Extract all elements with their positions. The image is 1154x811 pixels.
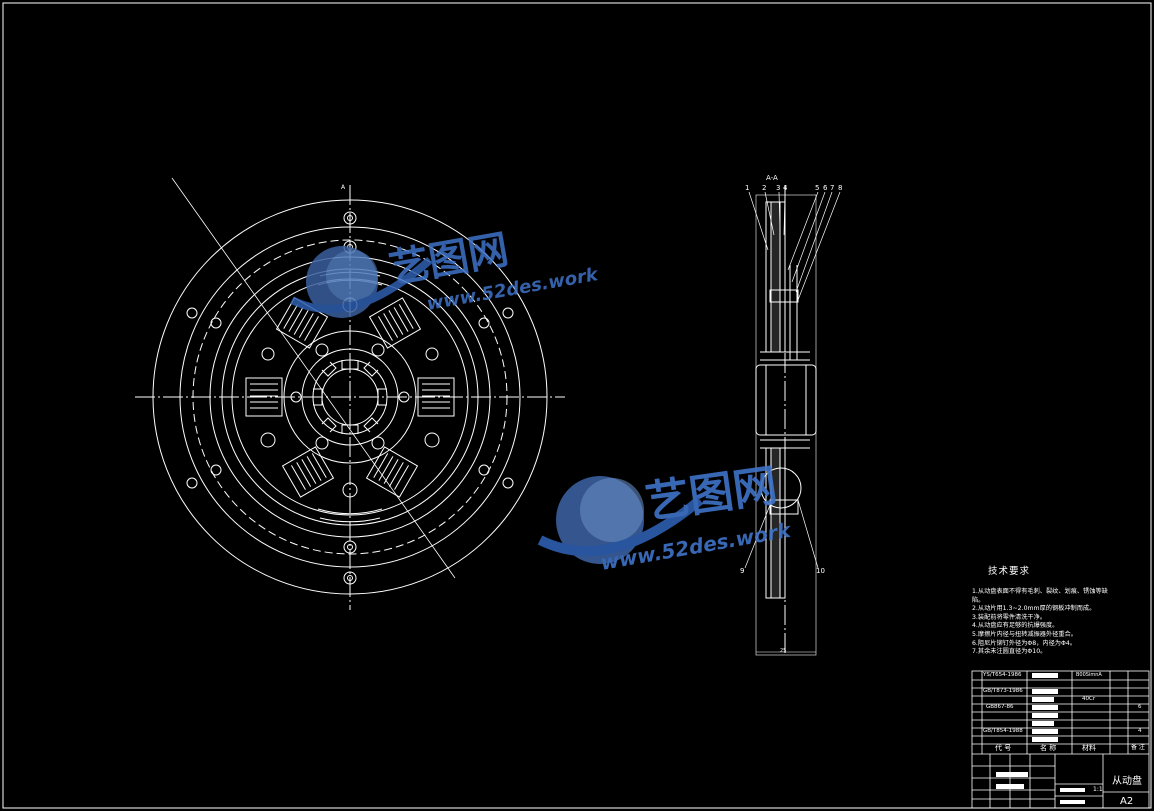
spline-outer-circle <box>312 359 388 435</box>
title-block-fill-1 <box>996 772 1028 777</box>
bom-name-bar-4 <box>1032 705 1058 710</box>
title-sheet-size: A2 <box>1120 796 1134 807</box>
title-block-fill-3 <box>1060 788 1085 792</box>
spring-left <box>245 377 283 417</box>
tech-req-line-2: 陷。 <box>972 596 985 604</box>
inner-holes <box>260 297 440 498</box>
bom-header-material: 材料 <box>1082 744 1096 752</box>
plate-upper <box>770 201 781 353</box>
bom-code-row-2: GB/T873-1986 <box>983 688 1023 694</box>
slot-bottom <box>317 508 383 523</box>
bom-qty-row-7: 4 <box>1138 728 1142 734</box>
callout-3: 3 <box>776 184 780 192</box>
bom-name-bar-8 <box>1032 737 1058 742</box>
tech-req-title: 技术要求 <box>988 566 1031 577</box>
bom-code-row-4: GB867-86 <box>986 704 1014 710</box>
callout-2: 2 <box>762 184 766 192</box>
bom-table <box>971 670 1150 809</box>
tech-req-line-1: 1.从动盘表面不得有毛刺、裂纹、划痕、锈蚀等缺 <box>972 588 1108 595</box>
section-line-a <box>171 177 456 579</box>
tech-req-line-7: 6.阻尼片铆钉外径为Φ8，内径为Φ4。 <box>972 639 1076 647</box>
spring-upper-right <box>368 297 422 349</box>
watermark-globe-icon-2 <box>537 476 704 564</box>
bom-header-code: 代 号 <box>995 744 1012 752</box>
bom-header-remark: 备 注 <box>1131 744 1145 751</box>
axis-letter-top: A <box>341 184 346 191</box>
plate-lower <box>770 447 781 599</box>
dimension-bottom: 25 <box>780 648 786 654</box>
bom-material-row-3: 40Cr <box>1082 696 1096 702</box>
title-part-name: 从动盘 <box>1112 776 1142 787</box>
leader-lines <box>744 191 841 569</box>
tech-req-line-3: 2.从动片用1.3~2.0mm厚的钢板冲制而成。 <box>972 605 1096 613</box>
rivet-block-upper <box>769 289 799 303</box>
callout-9: 9 <box>740 567 744 575</box>
hub-section <box>755 364 817 436</box>
bom-name-bar-5 <box>1032 713 1058 718</box>
section-title-label: A-A <box>766 174 778 182</box>
hub-circle <box>301 348 399 446</box>
callout-4: 4 <box>783 184 788 192</box>
bom-header-name: 名 称 <box>1040 744 1057 752</box>
outer-disc-circle <box>152 199 548 595</box>
hub-flange-circle <box>283 330 417 464</box>
callout-7: 7 <box>830 184 834 192</box>
watermark-brand-2: 艺图网 <box>642 460 780 529</box>
title-block-fill-4 <box>1060 800 1085 804</box>
bom-name-bar-3 <box>1032 697 1054 702</box>
friction-outer-circle <box>179 226 521 568</box>
bom-name-bar-7 <box>1032 729 1058 734</box>
tech-req-line-4: 3.装配前将零件清洗干净。 <box>972 613 1046 621</box>
callout-8: 8 <box>838 184 842 192</box>
outer-holes <box>186 211 514 585</box>
bom-code-row-1: YS/T654-1986 <box>983 672 1022 678</box>
damper-spring-section <box>760 467 802 509</box>
title-block-fill-2 <box>996 784 1024 789</box>
technical-requirements: 技术要求 1.从动盘表面不得有毛刺、裂纹、划痕、锈蚀等缺 陷。 2.从动片用1.… <box>972 563 1148 657</box>
section-labels: A-A 1 2 3 4 5 6 7 8 9 10 25 <box>740 174 842 654</box>
bom-qty-row-4: 6 <box>1138 704 1142 710</box>
callout-10: 10 <box>816 567 825 575</box>
callout-6: 6 <box>823 184 828 192</box>
spline-teeth <box>313 360 387 434</box>
spring-lower-right <box>365 446 419 498</box>
rivet-pitch-circle <box>192 239 508 555</box>
bom-name-bar-1 <box>1032 673 1058 678</box>
hub-inner <box>765 364 807 436</box>
title-scale: 1:1 <box>1093 786 1103 793</box>
spring-right <box>417 377 455 417</box>
section-view <box>744 185 841 656</box>
bom-name-bar-6 <box>1032 721 1054 726</box>
callout-1: 1 <box>745 184 749 192</box>
section-envelope <box>755 194 817 656</box>
bom-material-row-1: B00SimnA <box>1076 672 1102 678</box>
tech-req-line-6: 5.摩擦片内径与扭转减振器外径重合。 <box>972 630 1077 638</box>
tech-req-line-8: 7.其余未注圆直径为Φ10。 <box>972 648 1047 656</box>
bom-name-bar-2 <box>1032 689 1058 694</box>
bom-code-row-7: GB/T854-1988 <box>983 728 1023 734</box>
spring-lower-left <box>281 446 335 498</box>
watermark-globe-icon-1 <box>290 246 433 318</box>
callout-5: 5 <box>815 184 819 192</box>
tech-req-line-5: 4.从动盘应有足够的抗爆强度。 <box>972 622 1059 630</box>
